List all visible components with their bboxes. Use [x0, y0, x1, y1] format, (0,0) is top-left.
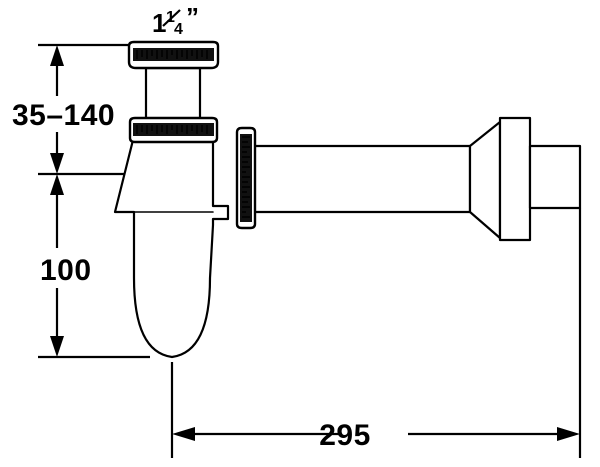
inlet-tailpipe-body [144, 66, 202, 124]
outlet-nut-knurl-band [240, 134, 252, 222]
dimension-horizontal-reach: 295 [170, 208, 582, 458]
label-inlet-size: 1 1 4 ” [152, 2, 199, 38]
dimension-label-horizontal-reach: 295 [319, 419, 371, 452]
inlet-size-fraction-bar [162, 9, 181, 27]
dimension-trap-depth: 100 [38, 174, 150, 359]
outlet-pipe-body [248, 144, 472, 214]
lower-nut-knurl-band [133, 123, 214, 136]
inlet-size-unit-suffix: ” [186, 2, 199, 32]
dimension-label-trap-depth: 100 [40, 254, 92, 287]
outlet-pipe [248, 144, 472, 214]
lower-knurled-nut [128, 116, 219, 144]
dimension-label-height-range: 35–140 [12, 99, 115, 132]
arrowhead-up [50, 174, 64, 195]
arrowhead-right [557, 427, 580, 441]
arrowhead-down [50, 153, 64, 174]
wall-cone [468, 120, 502, 240]
inlet-tailpipe [144, 66, 202, 124]
trap-body [113, 138, 230, 359]
top-nut-knurl-lines [136, 50, 208, 59]
wall-flange-spigot [528, 144, 582, 210]
inlet-size-whole: 1 [152, 8, 166, 38]
lower-nut-knurl-lines [136, 125, 208, 134]
inlet-size-denominator: 4 [174, 21, 183, 38]
wall-flange-plate [498, 116, 532, 242]
trap-body-outline [113, 138, 230, 359]
dimension-height-range: 35–140 [12, 43, 140, 176]
arrowhead-down [50, 336, 64, 357]
wall-flange [498, 116, 582, 242]
outlet-knurled-nut [235, 126, 257, 230]
wall-cone-body [468, 120, 502, 240]
outlet-nut-knurl-lines [242, 136, 250, 218]
top-nut-knurl-band [133, 48, 214, 61]
arrowhead-up [50, 45, 64, 66]
top-knurled-nut [127, 40, 220, 70]
arrowhead-left [172, 427, 195, 441]
